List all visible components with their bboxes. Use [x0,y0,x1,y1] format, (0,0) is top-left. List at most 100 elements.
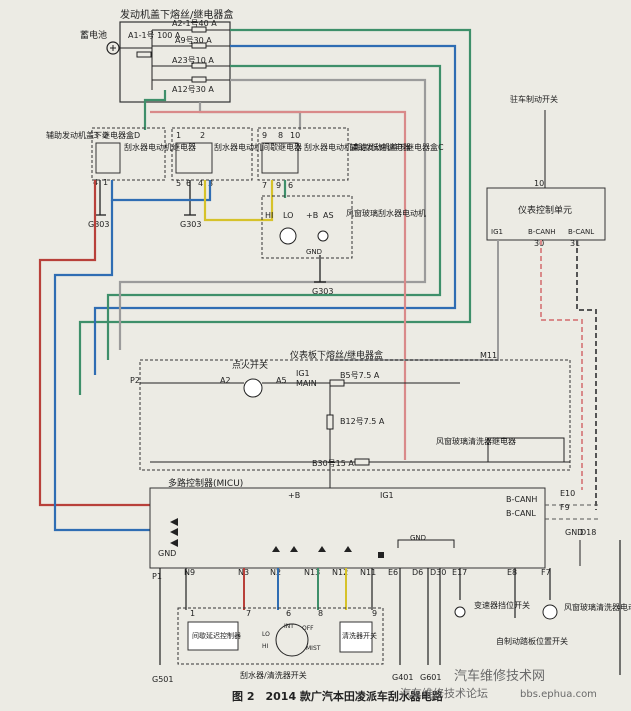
ignition-switch-label: 点火开关 [232,359,268,371]
micu-label-canl: B-CANL [506,509,536,518]
svg-text:3: 3 [93,131,98,140]
ground-g601: G601 [420,673,441,682]
micu-pin-d6: D6 [412,568,423,577]
svg-text:7: 7 [246,609,251,618]
motor-gnd: GND [306,248,322,256]
fuse-b30-label: B30号15 A [312,459,354,468]
switch-mode-mist: MIST [306,645,321,652]
aux-box-c-label: 辅助发动机盖下继电器盒C [350,142,444,152]
switch-mode-hi: HI [262,643,269,650]
instrument-title: 仪表控制单元 [518,204,572,216]
motor-pin-b: +B [306,211,318,220]
svg-text:31: 31 [570,239,580,248]
wiper-washer-switch: 1 7 6 8 9 间歇延迟控制器 INT OFF LO HI MIST 清洗器… [177,607,384,680]
ground-g303-c: G303 [312,287,333,296]
micu-pin-e8: E8 [507,568,517,577]
micu-pin-n12: N12 [332,568,348,577]
fuse-a1-label: A1-1号 100 A [128,31,181,40]
dash-fuse-box-title: 仪表板下熔丝/继电器盒 [290,349,383,361]
svg-text:GND: GND [565,528,583,537]
micu-label-ig1: IG1 [380,491,394,500]
micu-pin-n13: N13 [304,568,320,577]
micu-label-canh: B-CANH [506,495,537,504]
micu-label-b: +B [288,491,300,500]
icu-pin-canh: B-CANH [528,228,556,236]
right-side-switches: 变速器挡位开关 自制动踏板位置开关 风窗玻璃清洗器电动机 [454,600,631,646]
fuse-b12-label: B12号7.5 A [340,417,385,426]
micu-pin-e6: E6 [388,568,398,577]
watermark-site: 汽车维修技术论坛 [400,686,488,700]
instrument-control-unit: 仪表控制单元 IG1 B-CANH B-CANL 10 31 30 驻车制动开关 [486,94,606,248]
switch-mode-off: OFF [302,625,314,632]
pedal-switch-label: 自制动踏板位置开关 [496,636,568,646]
fuse-a23-label: A23号10 A [172,56,214,65]
wiper-motor-label: 风窗玻璃刮水器电动机 [346,208,426,218]
svg-text:4: 4 [198,179,203,188]
dash-fuse-box: 仪表板下熔丝/继电器盒 点火开关 P2 A2 A5 IG1 MAIN B5号7.… [130,349,571,488]
svg-text:A2: A2 [220,376,231,385]
svg-text:E10: E10 [560,489,575,498]
washer-relay-label: 风窗玻璃清洗器继电器 [436,436,516,446]
icu-pin-canl: B-CANL [568,228,594,236]
fuse-a9-label: A9号30 A [175,36,212,45]
svg-text:2: 2 [200,131,205,140]
supply-wires [78,28,472,460]
motor-pin-hi: HI [265,211,273,220]
svg-text:9: 9 [372,609,377,618]
engine-fuse-box-title: 发动机盖下熔丝/继电器盒 [120,8,233,21]
switch-mode-lo: LO [262,631,270,638]
intermittent-controller-label: 间歇延迟控制器 [192,631,241,640]
switch-mode-int: INT [284,623,294,630]
micu-controller: 多路控制器(MICU) +B IG1 B-CANH B-CANL GND E10… [149,477,600,581]
brake-switch-label: 驻车制动开关 [510,94,558,104]
figure-caption: 图 2 2014 款广汽本田凌派车刮水器电路 [232,689,444,703]
svg-text:5: 5 [176,179,181,188]
watermark-brand: 汽车维修技术网 [454,668,545,684]
svg-text:2: 2 [103,131,108,140]
battery-label: 蓄电池 [80,29,107,41]
watermark-url: bbs.ephua.com [520,689,597,700]
svg-text:D18: D18 [580,528,596,537]
svg-text:7: 7 [262,181,267,190]
svg-text:8: 8 [278,131,283,140]
micu-pin-f7: F7 [541,568,551,577]
ground-g303-a: G303 [88,220,109,229]
high-low-relay-label: 刮水器电动机高速/低速继电器 [304,142,411,152]
micu-pin-n9: N9 [184,568,195,577]
ground-g401: G401 [392,673,413,682]
engine-fuse-box: 发动机盖下熔丝/继电器盒 蓄电池 A1-1号 100 A A2-1号40 A A… [80,8,233,103]
svg-text:30: 30 [534,239,544,248]
aux-box-d-label: 辅助发动机盖下继电器盒D [46,130,140,140]
svg-text:P2: P2 [130,376,140,385]
micu-label-gnd: GND [158,549,176,558]
svg-text:10: 10 [290,131,300,140]
svg-text:6: 6 [186,179,191,188]
micu-pin-p1: P1 [152,572,162,581]
svg-text:M11: M11 [480,351,497,360]
svg-text:1: 1 [103,178,108,187]
icu-pin-ig1: IG1 [491,228,503,236]
micu-title: 多路控制器(MICU) [168,477,243,489]
svg-text:6: 6 [286,609,291,618]
svg-text:10: 10 [534,179,544,188]
transmission-switch-label: 变速器挡位开关 [474,600,530,610]
fuse-a2-label: A2-1号40 A [172,19,217,28]
svg-text:1: 1 [176,131,181,140]
svg-text:6: 6 [288,181,293,190]
ignition-switch-symbol [243,378,263,398]
svg-text:8: 8 [318,609,323,618]
micu-pin-n11: N11 [360,568,376,577]
motor-pin-as: AS [323,211,334,220]
wiper-motor: HI LO +B AS GND 风窗玻璃刮水器电动机 [261,195,426,259]
dash-label-ig1: IG1 [296,369,310,378]
ground-g501: G501 [152,675,173,684]
micu-pin-d30: D30 [430,568,446,577]
svg-text:9: 9 [262,131,267,140]
svg-text:F9: F9 [560,503,570,512]
motor-pin-lo: LO [283,211,293,220]
ground-g303-b: G303 [180,220,201,229]
